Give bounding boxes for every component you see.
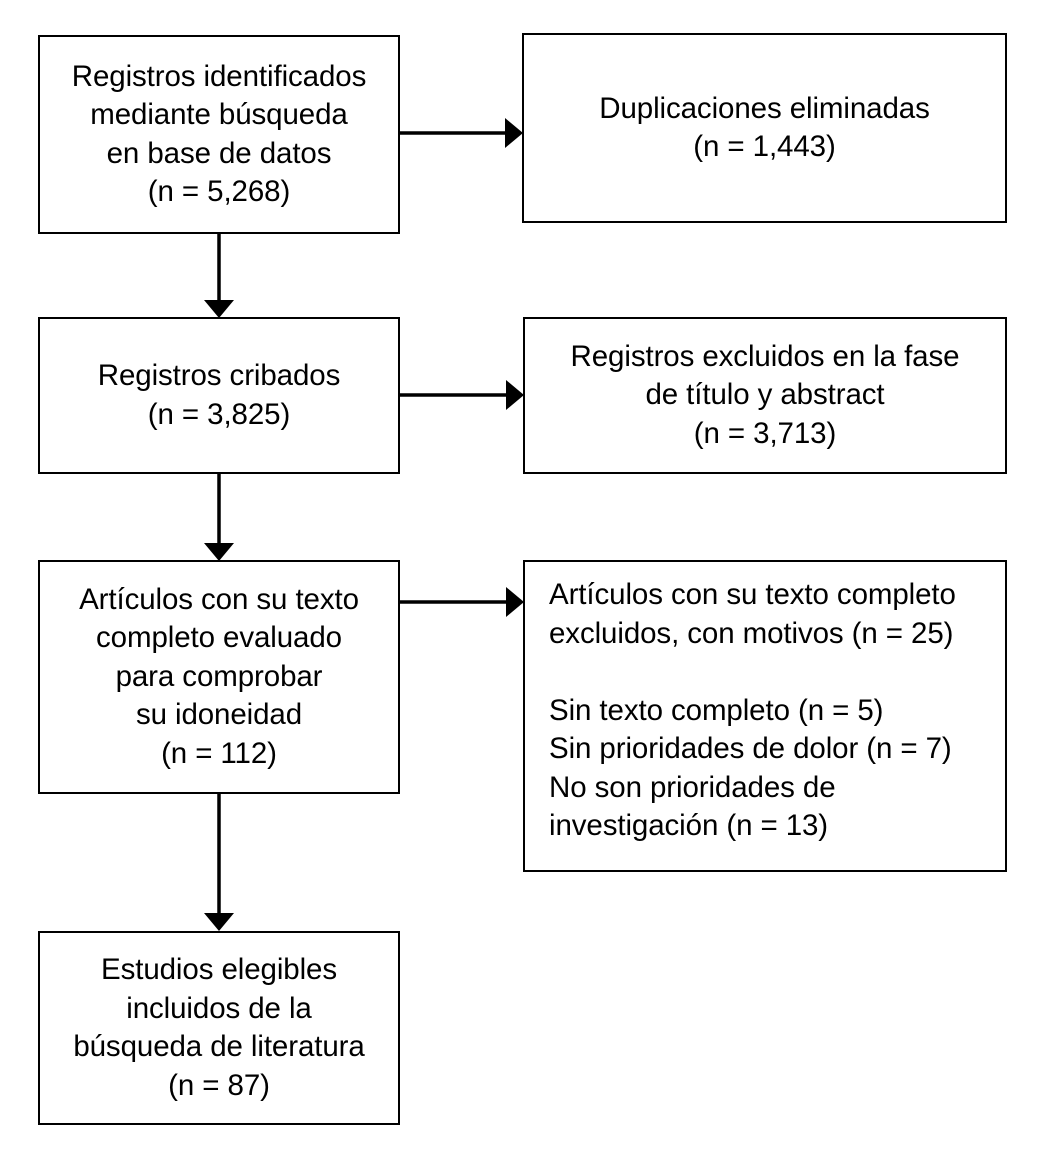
arrow-fulltext-to-excluded-fulltext (400, 587, 524, 617)
full-text-assessed-text: Artículos con su texto completo evaluado… (79, 582, 359, 770)
records-screened-box: Registros cribados (n = 3,825) (38, 317, 400, 474)
arrow-fulltext-to-included (204, 794, 234, 931)
records-identified-box: Registros identificados mediante búsqued… (38, 35, 400, 234)
full-text-excluded-with-reasons-box: Artículos con su texto completo excluido… (523, 560, 1007, 872)
records-screened-text: Registros cribados (n = 3,825) (97, 359, 341, 431)
arrow-screened-to-fulltext (204, 474, 234, 561)
arrow-screened-to-excluded-title-abstract (400, 380, 524, 410)
records-excluded-title-abstract-text: Registros excluidos en la fase de título… (570, 339, 960, 450)
arrow-identified-to-screened (204, 234, 234, 318)
studies-included-box: Estudios elegibles incluidos de la búsqu… (38, 931, 400, 1125)
records-identified-text: Registros identificados mediante búsqued… (71, 59, 367, 209)
full-text-assessed-box: Artículos con su texto completo evaluado… (38, 560, 400, 794)
studies-included-text: Estudios elegibles incluidos de la búsqu… (73, 953, 365, 1102)
arrow-identified-to-duplicates (400, 118, 523, 148)
duplicates-removed-box: Duplicaciones eliminadas (n = 1,443) (522, 33, 1007, 223)
full-text-excluded-with-reasons-text: Artículos con su texto completo excluido… (549, 578, 956, 842)
duplicates-removed-text: Duplicaciones eliminadas (n = 1,443) (599, 91, 930, 164)
records-excluded-title-abstract-box: Registros excluidos en la fase de título… (523, 317, 1007, 474)
